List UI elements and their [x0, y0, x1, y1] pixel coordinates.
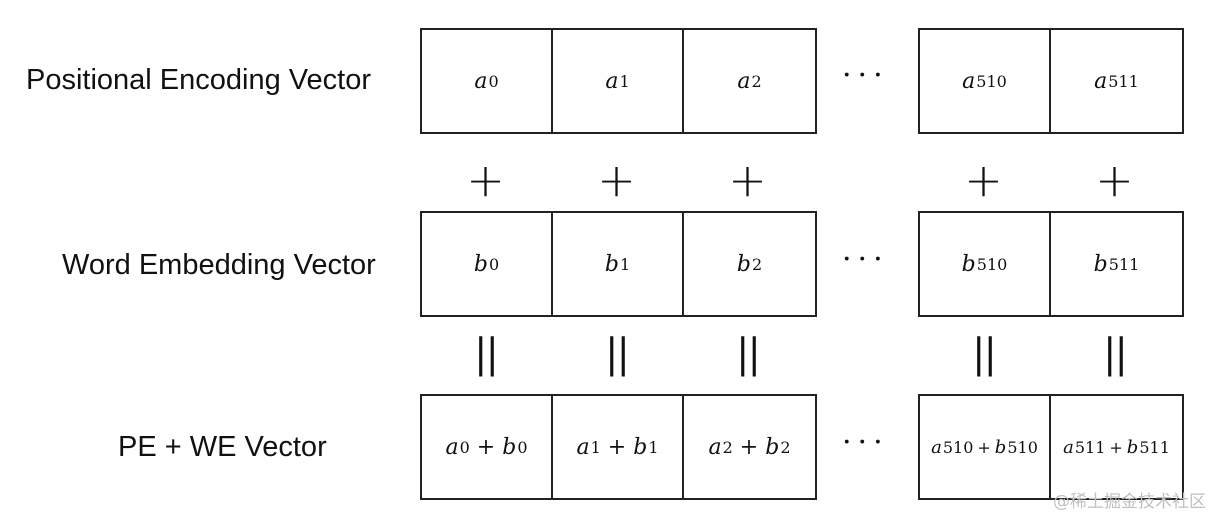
watermark: @稀土掘金技术社区: [1053, 492, 1206, 512]
row-label-word-embedding: Word Embedding Vector: [62, 249, 376, 281]
row-label-pe-we: PE + WE Vector: [118, 431, 327, 463]
ellipsis-row3: ···: [842, 425, 889, 460]
plus-operator: +: [728, 153, 767, 207]
equals-operator: ||: [1103, 331, 1128, 377]
row-label-positional-encoding: Positional Encoding Vector: [26, 64, 371, 96]
equals-operator: ||: [474, 331, 499, 377]
plus-operator: +: [466, 153, 505, 207]
plus-operator: +: [597, 153, 636, 207]
ellipsis-row1: ···: [842, 58, 889, 93]
equals-operator: ||: [605, 331, 630, 377]
equals-operator: ||: [736, 331, 761, 377]
equals-operator: ||: [972, 331, 997, 377]
plus-operator: +: [1095, 153, 1134, 207]
plus-operator: +: [964, 153, 1003, 207]
ellipsis-row2: ···: [842, 242, 889, 277]
